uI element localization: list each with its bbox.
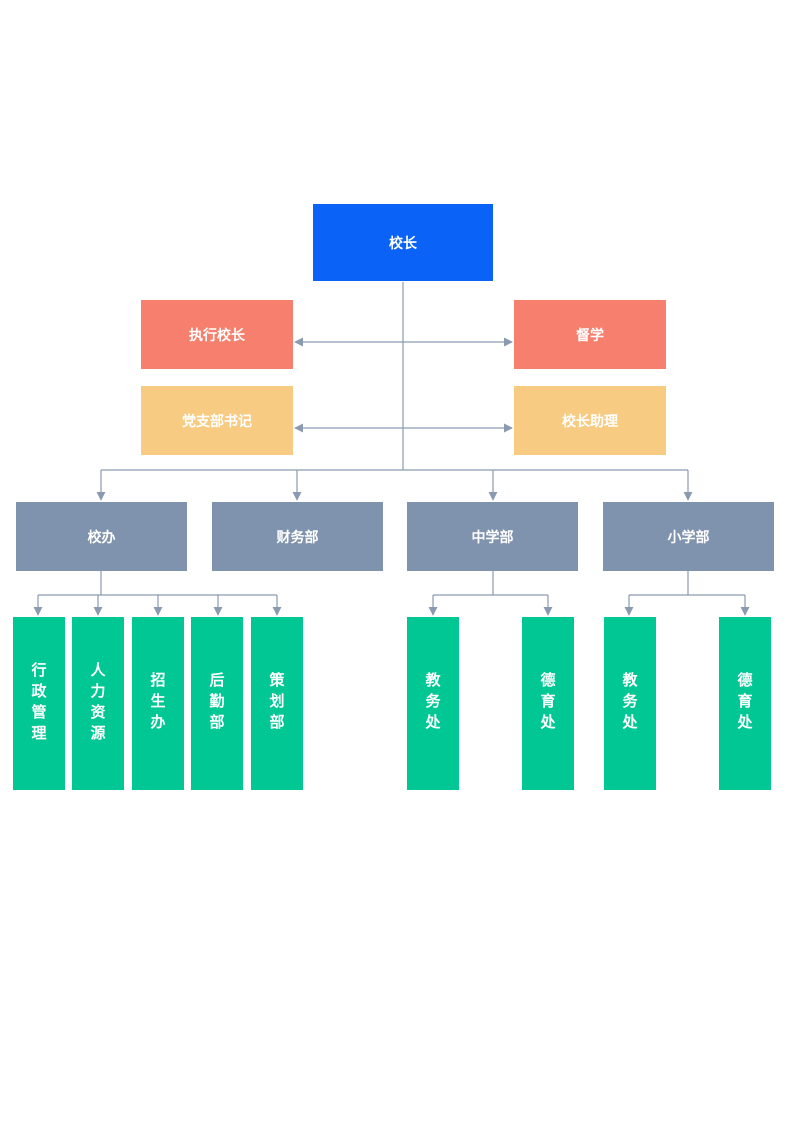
node-admin-management: 行政管理 [13, 617, 65, 790]
node-human-resources: 人力资源 [72, 617, 124, 790]
node-ps-academic-affairs: 教务处 [604, 617, 656, 790]
node-finance: 财务部 [212, 502, 383, 571]
node-school-office: 校办 [16, 502, 187, 571]
node-principal-assistant: 校长助理 [514, 386, 666, 455]
node-supervisor: 督学 [514, 300, 666, 369]
node-middle-school: 中学部 [407, 502, 578, 571]
node-planning: 策划部 [251, 617, 303, 790]
node-ms-moral-education: 德育处 [522, 617, 574, 790]
node-admissions: 招生办 [132, 617, 184, 790]
node-ps-moral-education: 德育处 [719, 617, 771, 790]
node-principal: 校长 [313, 204, 493, 281]
node-party-secretary: 党支部书记 [141, 386, 293, 455]
node-primary-school: 小学部 [603, 502, 774, 571]
node-executive-principal: 执行校长 [141, 300, 293, 369]
node-ms-academic-affairs: 教务处 [407, 617, 459, 790]
node-logistics: 后勤部 [191, 617, 243, 790]
